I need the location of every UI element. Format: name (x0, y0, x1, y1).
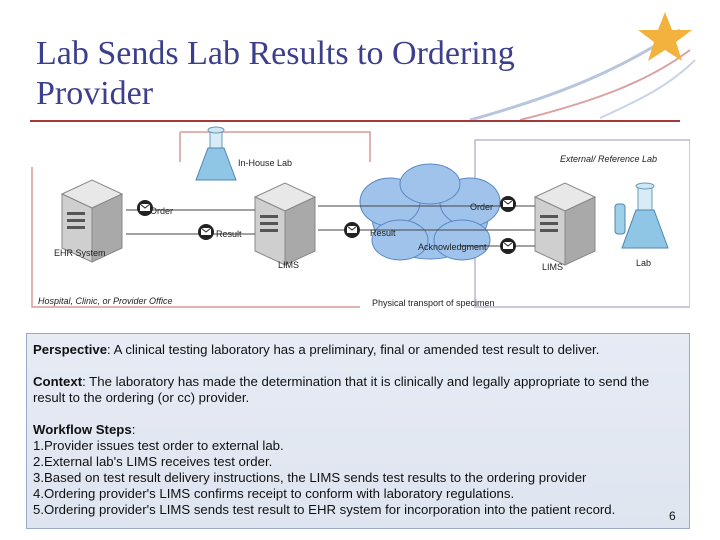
workflow-colon: : (131, 422, 136, 437)
lab-label: Lab (636, 258, 652, 268)
order-left-envelope-icon (137, 200, 153, 216)
context-paragraph: Context: The laboratory has made the det… (33, 374, 683, 406)
perspective-text: : A clinical testing laboratory has a pr… (107, 342, 600, 357)
inhouse-lab-label: In-House Lab (238, 158, 293, 168)
acknowledgment-label: Acknowledgment (418, 242, 487, 252)
workflow-step: 5.Ordering provider's LIMS sends test re… (33, 502, 616, 517)
inhouse-zone-border (179, 131, 371, 162)
external-lab-label: External/ Reference Lab (560, 154, 658, 164)
workflow-steps: 1.Provider issues test order to external… (33, 438, 683, 518)
workflow-section: Workflow Steps: 1.Provider issues test o… (33, 422, 683, 518)
diagram-canvas (31, 126, 690, 308)
context-text: : The laboratory has made the determinat… (33, 374, 650, 405)
result-right-label: Result (370, 228, 396, 238)
swoosh-curve-2 (519, 49, 691, 121)
workflow-step: 1.Provider issues test order to external… (33, 438, 284, 453)
hospital-label: Hospital, Clinic, or Provider Office (38, 296, 173, 306)
workflow-step: 2.External lab's LIMS receives test orde… (33, 454, 273, 469)
ehr-system-label: EHR System (54, 248, 106, 258)
order-right-label: Order (470, 202, 494, 212)
workflow-label: Workflow Steps (33, 422, 132, 437)
perspective-paragraph: Perspective: A clinical testing laborato… (33, 342, 683, 358)
result-right-envelope-icon (344, 222, 360, 238)
order-left-label: Order (150, 206, 174, 216)
inhouse-flask-icon (195, 126, 237, 181)
page-number: 6 (669, 509, 676, 523)
external-lims-label: LIMS (542, 262, 564, 272)
inhouse-lims-label: LIMS (278, 260, 300, 270)
ehr-server-icon (60, 179, 124, 263)
result-left-envelope-icon (198, 224, 214, 240)
order-right-envelope-icon (500, 196, 516, 212)
inhouse-lims-server-icon (253, 182, 317, 266)
external-flask-icon (614, 182, 669, 249)
result-left-label: Result (216, 229, 242, 239)
ack-envelope-icon (500, 238, 516, 254)
network-cloud-icon (359, 163, 501, 261)
transport-label: Physical transport of specimen (372, 298, 495, 308)
context-label: Context (33, 374, 83, 389)
star-icon (638, 12, 692, 61)
workflow-step: 4.Ordering provider's LIMS confirms rece… (33, 486, 515, 501)
workflow-diagram: In-House Lab External/ Reference Lab Hos… (30, 122, 690, 332)
header-decoration (469, 12, 696, 122)
swoosh-curve-3 (599, 59, 696, 119)
workflow-step: 3.Based on test result delivery instruct… (33, 470, 587, 485)
hospital-zone-border (31, 167, 360, 308)
page-title: Lab Sends Lab Results to Ordering Provid… (36, 35, 515, 112)
external-lims-server-icon (533, 182, 597, 266)
description-panel: Perspective: A clinical testing laborato… (26, 333, 690, 529)
title-underline (30, 120, 680, 122)
perspective-label: Perspective (33, 342, 108, 357)
